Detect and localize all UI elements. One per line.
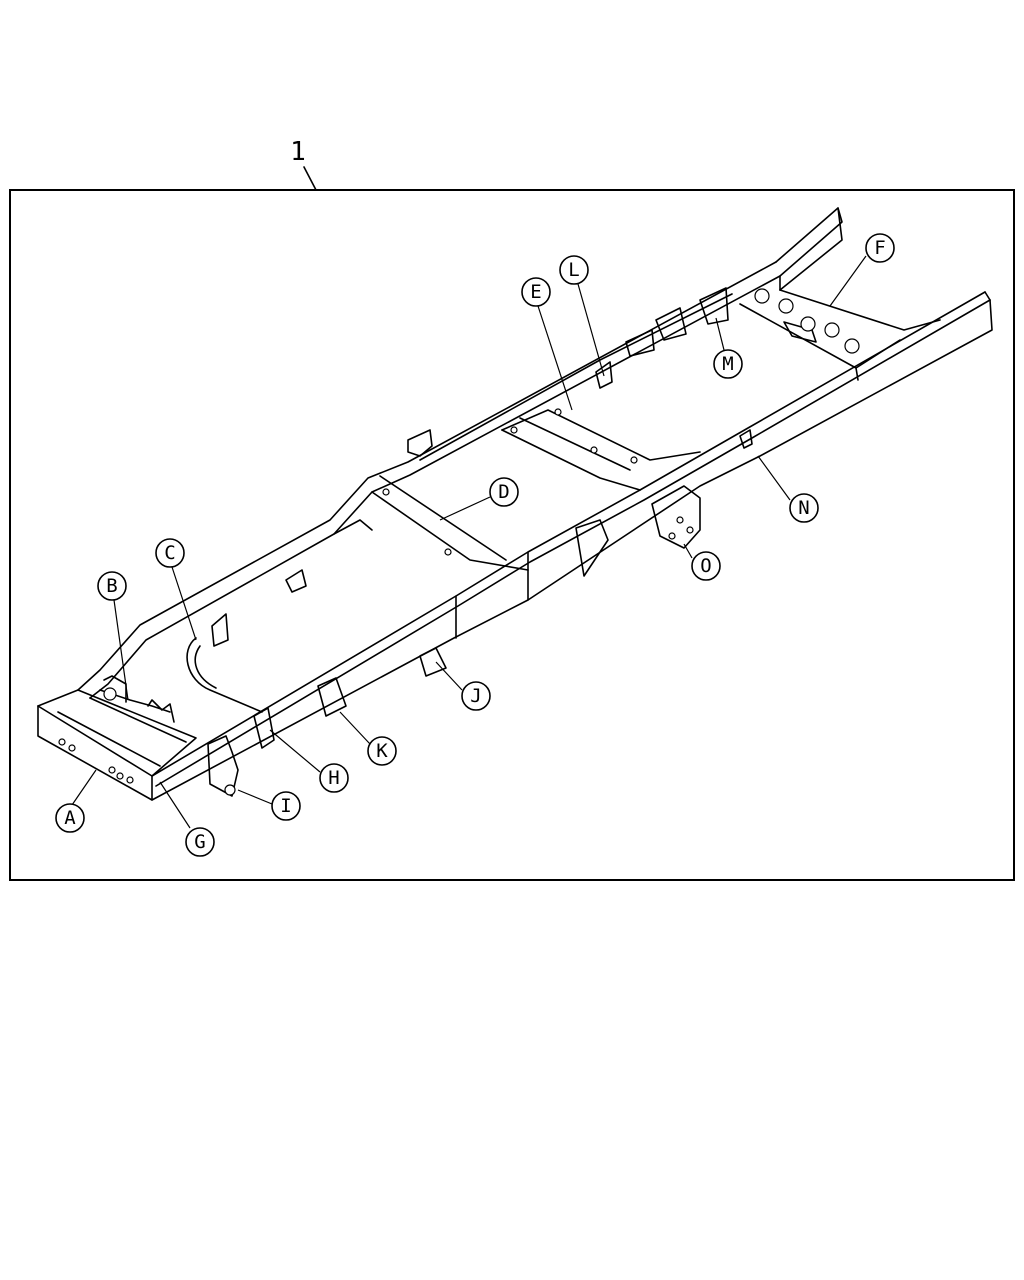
callout-label-L: L <box>568 259 579 281</box>
callout-E: E <box>521 277 573 411</box>
callout-N: N <box>757 455 819 523</box>
callout-label-D: D <box>498 481 509 503</box>
callout-O: O <box>683 543 721 581</box>
callout-label-J: J <box>470 685 481 707</box>
callout-J: J <box>435 661 491 711</box>
callout-H: H <box>269 729 349 793</box>
callout-label-O: O <box>700 555 711 577</box>
callout-D: D <box>439 477 519 521</box>
reference-leader <box>303 166 317 191</box>
callout-label-N: N <box>798 497 809 519</box>
callout-label-B: B <box>106 575 117 597</box>
callout-C: C <box>155 538 197 641</box>
callout-label-I: I <box>280 795 291 817</box>
diagram-border <box>9 189 1015 881</box>
callout-label-G: G <box>194 831 205 853</box>
callout-F: F <box>829 233 895 307</box>
callout-label-H: H <box>328 767 339 789</box>
callout-L: L <box>559 255 605 377</box>
callout-B: B <box>97 571 129 701</box>
callout-label-F: F <box>874 237 885 259</box>
callout-K: K <box>339 711 397 766</box>
callout-G: G <box>159 781 215 857</box>
callout-label-A: A <box>64 807 76 829</box>
callout-A: A <box>55 769 97 833</box>
chassis-frame <box>37 207 993 801</box>
callout-label-K: K <box>376 740 388 762</box>
callout-label-E: E <box>530 281 541 303</box>
callout-I: I <box>237 789 301 821</box>
callout-label-C: C <box>164 542 175 564</box>
callout-label-M: M <box>722 353 733 375</box>
reference-number: 1 <box>290 137 306 167</box>
callout-M: M <box>713 317 743 379</box>
